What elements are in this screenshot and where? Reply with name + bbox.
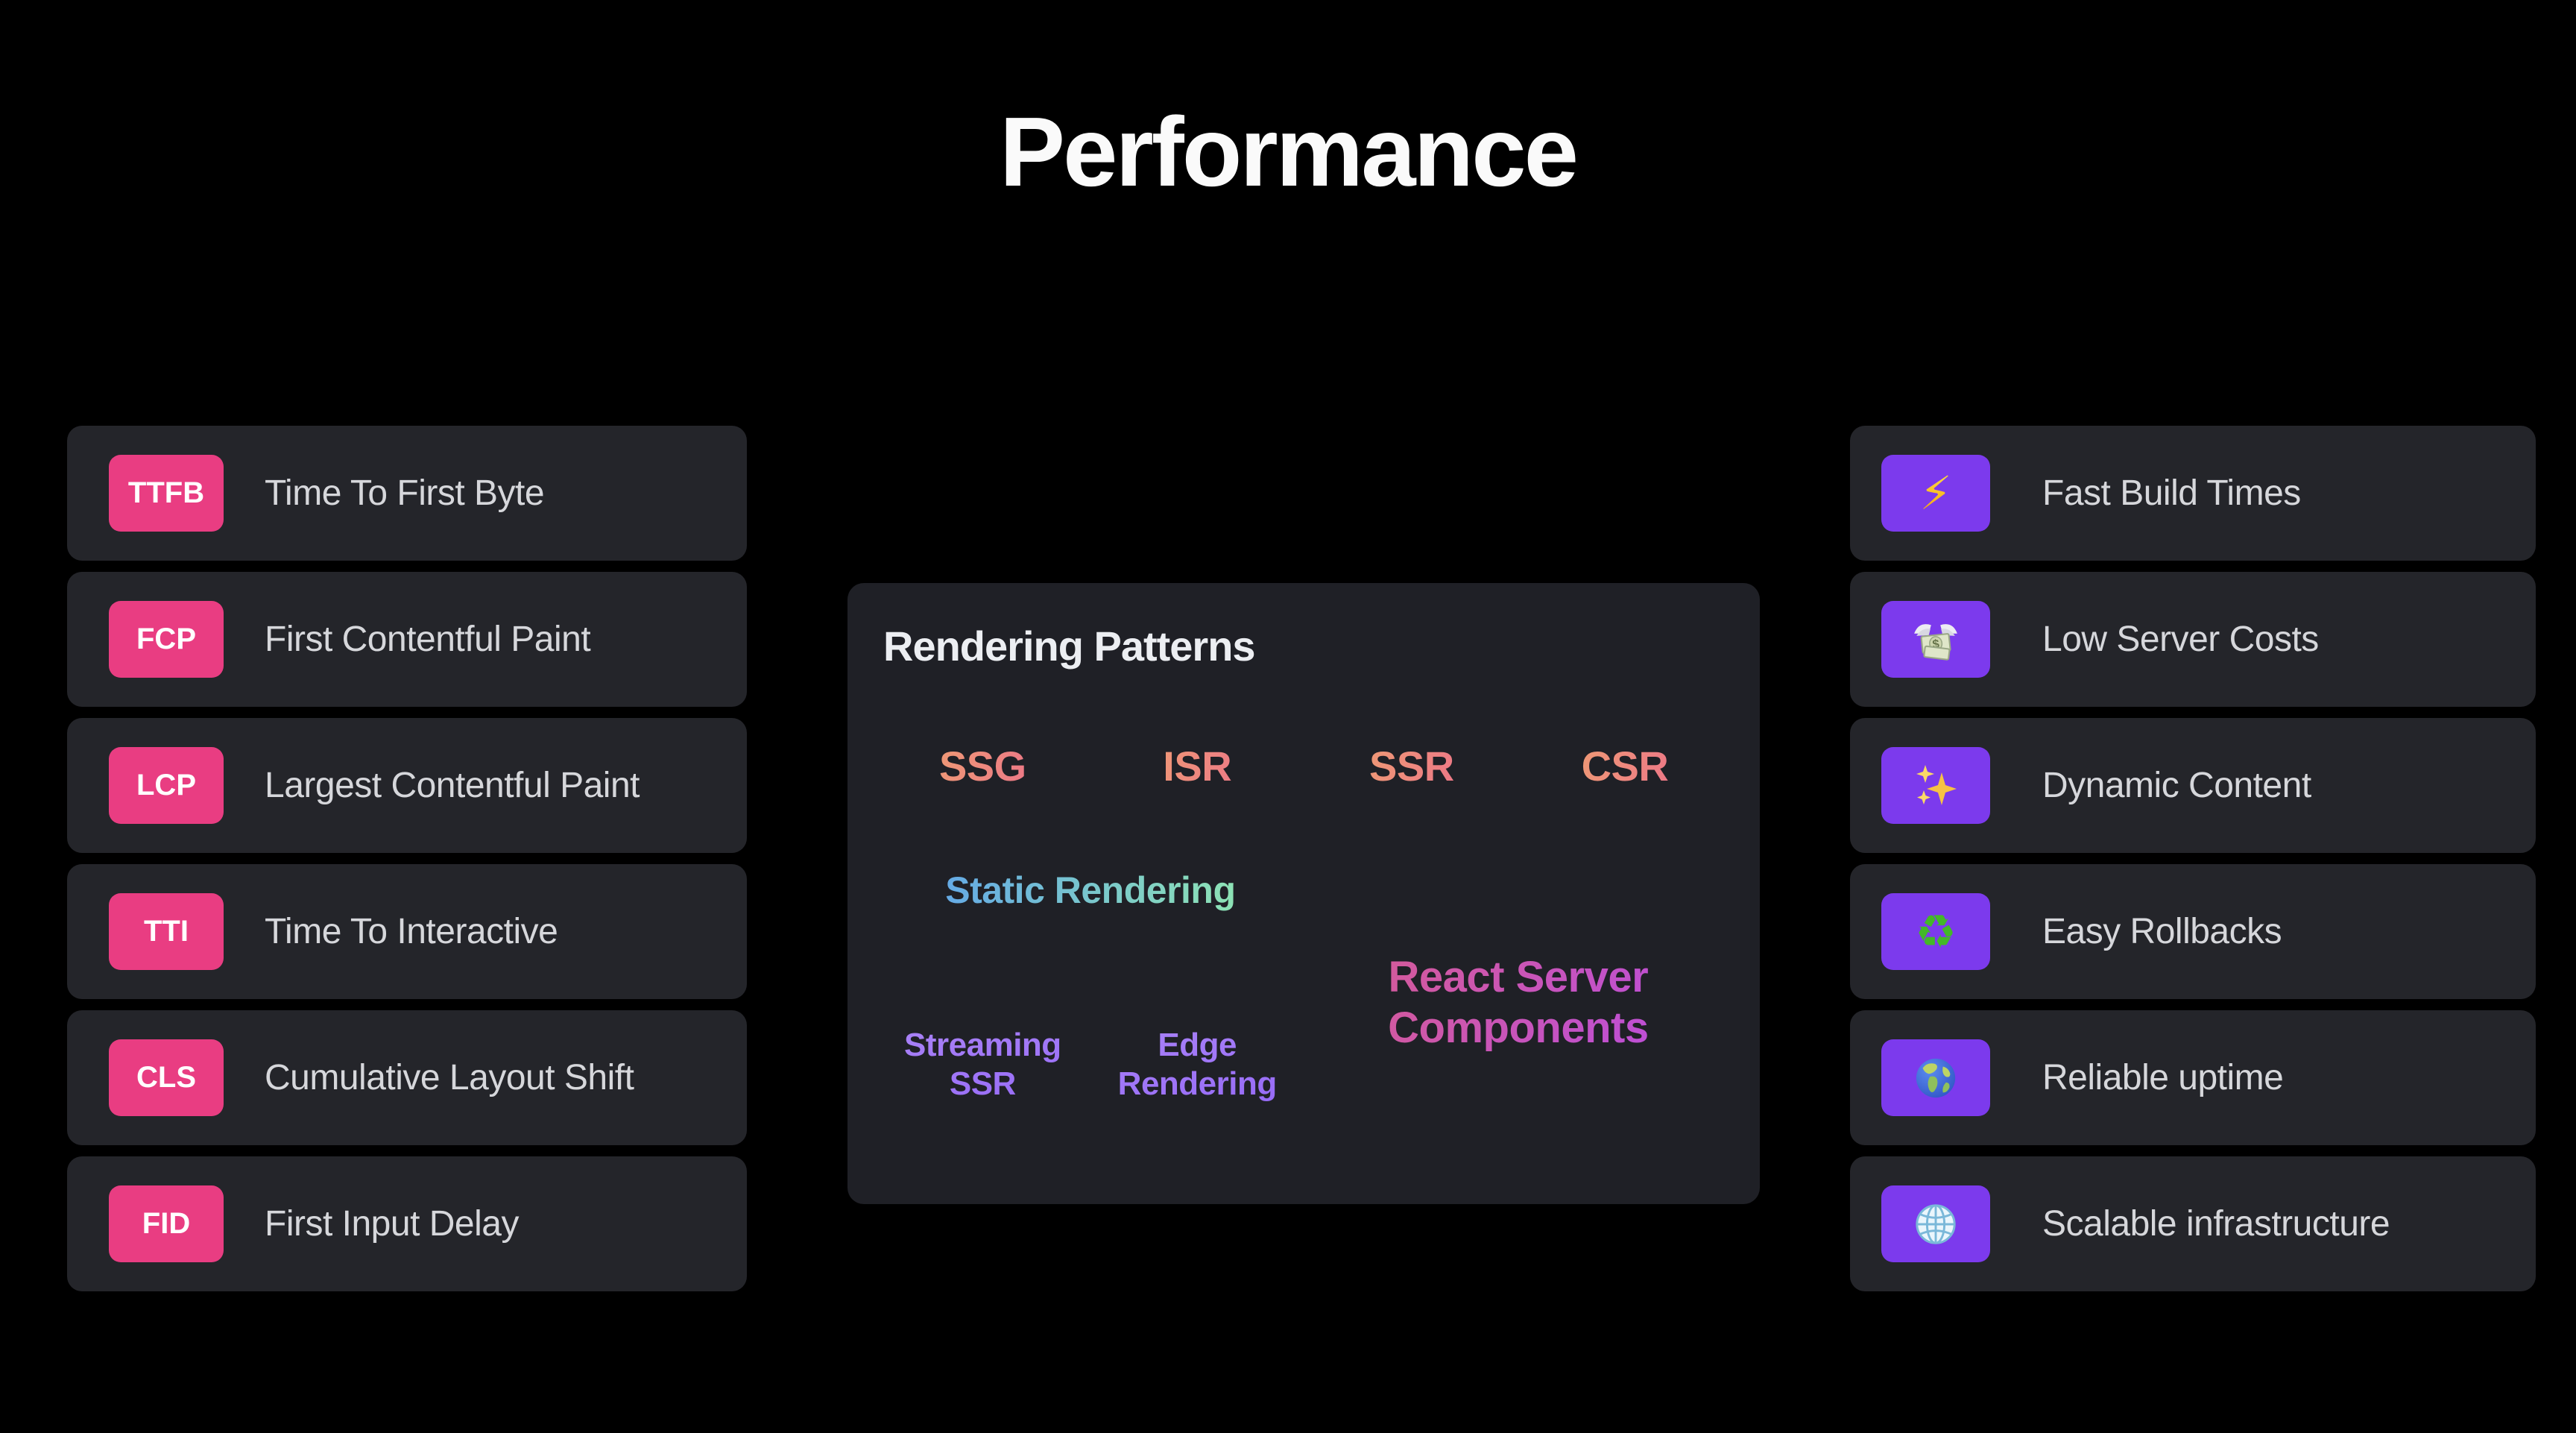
benefit-tile xyxy=(1881,747,1990,824)
svg-text:$: $ xyxy=(1932,637,1940,651)
benefit-card-fast-builds: ⚡ Fast Build Times xyxy=(1850,426,2536,561)
metric-label: Largest Contentful Paint xyxy=(265,766,640,805)
benefit-tile xyxy=(1881,1039,1990,1116)
benefit-tile: $ xyxy=(1881,601,1990,678)
metric-badge-fcp: FCP xyxy=(109,601,224,678)
rendering-patterns-title: Rendering Patterns xyxy=(883,623,1256,670)
benefit-label: Scalable infrastructure xyxy=(2042,1204,2390,1244)
recycle-icon: ♻ xyxy=(1915,904,1957,959)
pattern-cell-ssg: SSG xyxy=(882,711,1084,822)
metric-card-lcp: LCP Largest Contentful Paint xyxy=(67,718,747,853)
pattern-cell-ssr: SSR xyxy=(1311,711,1512,822)
metric-label: Time To Interactive xyxy=(265,912,558,951)
benefit-label: Fast Build Times xyxy=(2042,473,2301,513)
pattern-cell-csr: CSR xyxy=(1524,711,1726,822)
metric-card-tti: TTI Time To Interactive xyxy=(67,864,747,999)
benefit-label: Low Server Costs xyxy=(2042,620,2319,659)
metric-card-cls: CLS Cumulative Layout Shift xyxy=(67,1010,747,1145)
metrics-list: TTFB Time To First Byte FCP First Conten… xyxy=(67,426,747,1291)
benefit-card-scalable-infrastructure: Scalable infrastructure xyxy=(1850,1156,2536,1291)
lightning-icon: ⚡ xyxy=(1919,465,1952,520)
pattern-cell-streaming-ssr: Streaming SSR xyxy=(882,958,1084,1171)
metric-card-fcp: FCP First Contentful Paint xyxy=(67,572,747,707)
benefit-card-reliable-uptime: Reliable uptime xyxy=(1850,1010,2536,1145)
money-with-wings-icon: $ xyxy=(1914,623,1957,661)
metric-badge-ttfb: TTFB xyxy=(109,455,224,532)
metric-badge-lcp: LCP xyxy=(109,747,224,824)
metric-label: First Input Delay xyxy=(265,1204,519,1244)
benefit-card-low-costs: $ Low Server Costs xyxy=(1850,572,2536,707)
metric-label: First Contentful Paint xyxy=(265,620,591,659)
benefits-list: ⚡ Fast Build Times $ xyxy=(1850,426,2536,1291)
metric-badge-cls: CLS xyxy=(109,1039,224,1116)
globe-meridians-icon xyxy=(1916,1203,1956,1244)
sparkles-icon xyxy=(1916,764,1957,805)
pattern-cell-edge-rendering: Edge Rendering xyxy=(1096,958,1299,1171)
pattern-cell-static-rendering: Static Rendering xyxy=(882,834,1299,946)
pattern-cell-isr: ISR xyxy=(1096,711,1299,822)
pattern-cell-react-server-components: React Server Components xyxy=(1311,834,1726,1171)
rendering-patterns-grid: SSG ISR SSR CSR Static Rendering React S… xyxy=(882,711,1726,1171)
benefit-label: Easy Rollbacks xyxy=(2042,912,2282,951)
benefit-label: Dynamic Content xyxy=(2042,766,2311,805)
metric-card-fid: FID First Input Delay xyxy=(67,1156,747,1291)
page-title: Performance xyxy=(999,97,1579,207)
metric-label: Time To First Byte xyxy=(265,473,545,513)
rendering-patterns-card: Rendering Patterns SSG ISR SSR CSR Stati… xyxy=(847,583,1760,1204)
metric-badge-tti: TTI xyxy=(109,893,224,970)
benefit-tile: ♻ xyxy=(1881,893,1990,970)
metric-card-ttfb: TTFB Time To First Byte xyxy=(67,426,747,561)
benefit-tile: ⚡ xyxy=(1881,455,1990,532)
benefit-label: Reliable uptime xyxy=(2042,1058,2284,1097)
globe-americas-icon xyxy=(1916,1058,1956,1097)
benefit-card-dynamic-content: Dynamic Content xyxy=(1850,718,2536,853)
benefit-tile xyxy=(1881,1185,1990,1262)
benefit-card-easy-rollbacks: ♻ Easy Rollbacks xyxy=(1850,864,2536,999)
metric-badge-fid: FID xyxy=(109,1185,224,1262)
metric-label: Cumulative Layout Shift xyxy=(265,1058,634,1097)
